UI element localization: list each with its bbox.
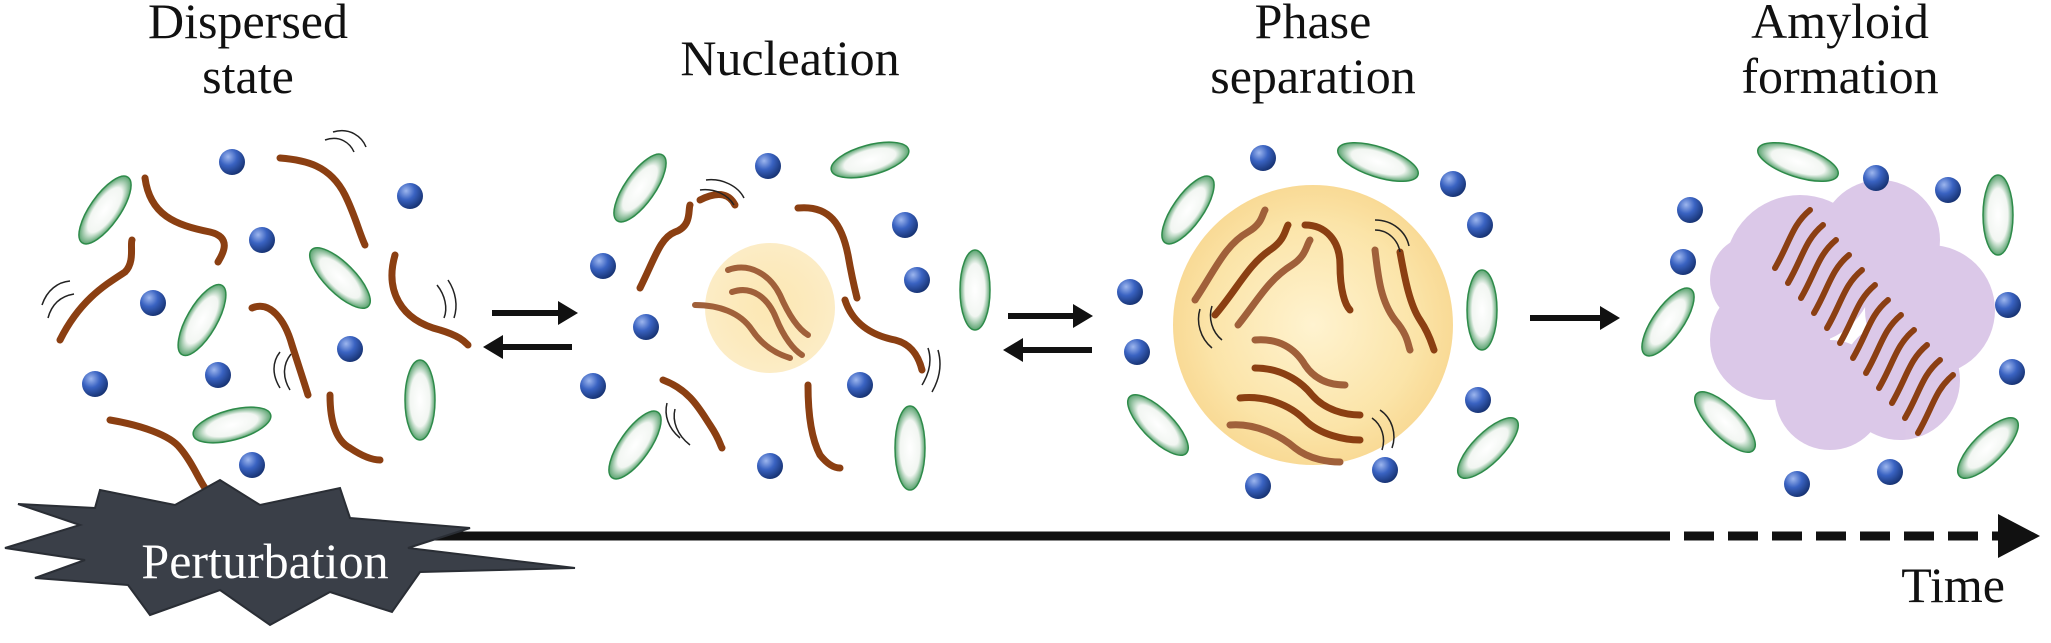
perturbation-label: Perturbation — [141, 533, 388, 589]
dispersed-motion-marks — [41, 130, 457, 391]
amyloid-fibril-strands — [1772, 207, 1956, 436]
stage-title-phase-line2: separation — [1210, 48, 1415, 104]
nucleation-motion-marks — [665, 178, 941, 446]
dispersed-state-group — [41, 130, 472, 492]
stage-title-nucleation: Nucleation — [680, 30, 899, 86]
nucleation-ellipses — [608, 141, 991, 491]
nucleus-chains — [692, 264, 811, 361]
dispersed-spheres — [82, 149, 423, 478]
dispersed-protein-chains — [56, 154, 472, 492]
stage-title-amyloid-line1: Amyloid — [1751, 0, 1929, 49]
phase-motion-marks — [1197, 219, 1410, 451]
perturbation-burst: Perturbation — [4, 478, 576, 627]
amyloid-spheres — [1670, 165, 2025, 497]
stage-title-dispersed-line1: Dispersed — [148, 0, 348, 49]
amyloid-cloud — [1710, 180, 1995, 450]
nucleation-group — [580, 141, 991, 491]
time-label: Time — [1901, 557, 2005, 613]
phase-separation-group — [1117, 141, 1519, 499]
phase-spheres — [1117, 145, 1493, 499]
phase-ellipses — [1127, 141, 1519, 479]
reversible-arrow-2 — [1003, 304, 1093, 362]
condensate-chains — [1191, 206, 1438, 466]
stage-title-amyloid-line2: formation — [1741, 48, 1938, 104]
stage-title-dispersed-line2: state — [202, 48, 294, 104]
stage-title-phase-line1: Phase — [1255, 0, 1372, 49]
amyloid-formation-group — [1641, 141, 2025, 497]
amyloid-ellipses — [1641, 141, 2019, 479]
reversible-arrow-1 — [483, 301, 578, 359]
burst-shape — [4, 478, 576, 627]
irreversible-arrow — [1530, 306, 1620, 330]
time-axis: Time — [55, 514, 2040, 613]
dispersed-ellipses — [78, 175, 436, 444]
nucleation-spheres — [580, 153, 930, 479]
time-axis-arrowhead — [1998, 514, 2040, 558]
